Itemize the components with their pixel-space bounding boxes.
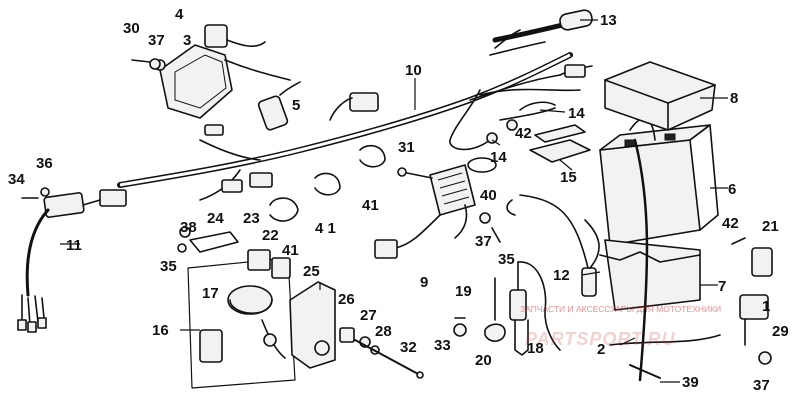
callout-26: 26 <box>338 291 355 308</box>
callout-17: 17 <box>202 285 219 302</box>
callout-40: 40 <box>480 187 497 204</box>
callout-22: 22 <box>262 227 279 244</box>
callout-4: 4 <box>175 6 184 23</box>
callout-14-lower: 14 <box>490 149 507 166</box>
callout-36: 36 <box>36 155 53 172</box>
mounting-plate <box>289 281 336 369</box>
callout-24: 24 <box>207 210 224 227</box>
spark-plug <box>509 261 561 356</box>
callout-30: 30 <box>123 20 140 37</box>
watermark-brand: PARTSPORT.RU <box>525 329 676 349</box>
callout-41-middle: 4 1 <box>315 220 336 237</box>
callout-28: 28 <box>375 323 392 340</box>
callout-31: 31 <box>398 139 415 156</box>
rectifier <box>374 164 476 259</box>
callout-27: 27 <box>360 307 377 324</box>
callout-37-mid: 37 <box>475 233 492 250</box>
callout-25: 25 <box>303 263 320 280</box>
callout-29: 29 <box>772 323 789 340</box>
callout-33: 33 <box>434 337 451 354</box>
callout-10: 10 <box>405 62 422 79</box>
main-wire-harness <box>117 52 593 201</box>
callout-42-right: 42 <box>722 215 739 232</box>
callout-7: 7 <box>718 278 726 295</box>
callout-39: 39 <box>682 374 699 391</box>
callout-16: 16 <box>152 322 169 339</box>
plug-cap <box>257 81 301 131</box>
callout-35-mid: 35 <box>498 251 515 268</box>
callout-11: 11 <box>66 237 82 254</box>
callout-8: 8 <box>730 90 738 107</box>
watermark-tagline: ЗАПЧАСТИ И АКСЕССУАРЫ ДЛЯ МОТОТЕХНИКИ <box>520 304 721 314</box>
callout-9: 9 <box>420 274 428 291</box>
watermark: ЗАПЧАСТИ И АКСЕССУАРЫ ДЛЯ МОТОТЕХНИКИ PA… <box>520 304 721 349</box>
callout-1: 1 <box>762 298 770 315</box>
battery-cover <box>604 61 716 131</box>
callout-18: 18 <box>527 340 544 357</box>
callout-3: 3 <box>183 32 191 49</box>
sub-harness <box>17 189 127 333</box>
callout-14-upper: 14 <box>568 105 585 122</box>
callout-37: 37 <box>148 32 165 49</box>
small-parts <box>21 58 773 382</box>
callout-23: 23 <box>243 210 260 227</box>
callout-21: 21 <box>762 218 779 235</box>
callout-42-upper: 42 <box>515 125 532 142</box>
battery-tray <box>599 239 701 311</box>
callout-20: 20 <box>475 352 492 369</box>
battery <box>599 118 719 246</box>
cable-13 <box>489 9 593 56</box>
callout-2: 2 <box>597 341 605 358</box>
callout-15: 15 <box>560 169 577 186</box>
callout-6: 6 <box>728 181 736 198</box>
callout-19: 19 <box>455 283 472 300</box>
leader-lines <box>60 19 728 383</box>
callout-41-right: 41 <box>362 197 379 214</box>
callout-38: 38 <box>180 219 197 236</box>
callout-32: 32 <box>400 339 417 356</box>
ignition-bracket <box>187 257 296 389</box>
callout-41-left: 41 <box>282 242 299 259</box>
callout-35-left: 35 <box>160 258 177 275</box>
callout-labels: 30 4 37 3 5 10 13 8 14 42 14 15 31 40 41… <box>8 6 789 394</box>
callout-37-right: 37 <box>753 377 770 394</box>
callout-13: 13 <box>600 12 617 29</box>
callout-12: 12 <box>553 267 570 284</box>
callout-34: 34 <box>8 171 25 188</box>
fuse-box <box>529 124 591 163</box>
callout-5: 5 <box>292 97 300 114</box>
